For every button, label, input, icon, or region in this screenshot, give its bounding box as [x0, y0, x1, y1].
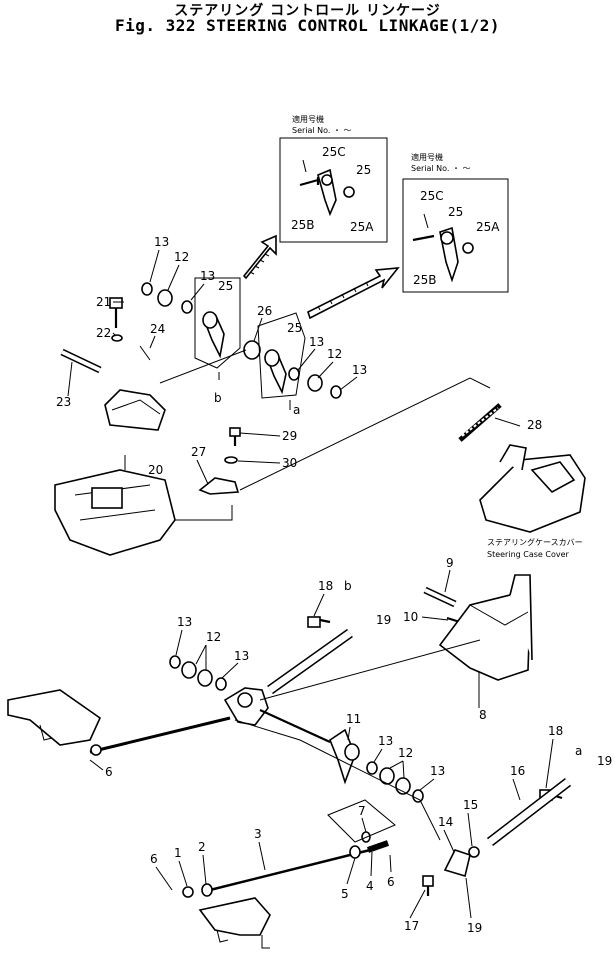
callout-3: 3 — [254, 827, 262, 841]
serial-box-2-jp: 適用号機 — [411, 152, 443, 162]
bracket-and-valve — [54, 389, 241, 556]
serial-box-1-jp: 適用号機 — [292, 114, 324, 124]
callout-5: 5 — [341, 887, 349, 901]
callout-2: 2 — [198, 840, 206, 854]
callout-labels: 13 12 13 25 21 22 24 23 26 25 13 12 13 b… — [56, 145, 612, 935]
callout-25B: 25B — [413, 273, 437, 287]
callout-25A: 25A — [476, 220, 500, 234]
serial-box-2-label: Serial No. ・ ～ — [411, 164, 471, 173]
callout-12: 12 — [206, 630, 221, 644]
middle-linkage-group — [7, 616, 572, 858]
steering-case-cover: ステアリングケースカバー Steering Case Cover — [239, 377, 586, 559]
callout-25: 25 — [448, 205, 463, 219]
callout-14: 14 — [438, 815, 453, 829]
callout-25B: 25B — [291, 218, 315, 232]
serial-box-1-label: Serial No. ・ ～ — [292, 126, 352, 135]
callout-29: 29 — [282, 429, 297, 443]
callout-10: 10 — [403, 610, 418, 624]
callout-25: 25 — [356, 163, 371, 177]
callout-19: 19 — [597, 754, 612, 768]
callout-7: 7 — [358, 804, 366, 818]
callout-15: 15 — [463, 798, 478, 812]
callout-13: 13 — [309, 335, 324, 349]
callout-22: 22 — [96, 326, 111, 340]
callout-11: 11 — [346, 712, 361, 726]
serial-box-2: 適用号機 Serial No. ・ ～ — [402, 152, 509, 293]
callout-25: 25 — [287, 321, 302, 335]
hatched-arrow-2 — [307, 267, 400, 320]
lower-linkage-group — [182, 799, 471, 949]
callout-18: 18 — [318, 579, 333, 593]
callout-25C: 25C — [420, 189, 444, 203]
callout-25: 25 — [218, 279, 233, 293]
reference-b: b — [214, 391, 222, 405]
callout-6: 6 — [105, 765, 113, 779]
callout-12: 12 — [327, 347, 342, 361]
callout-26: 26 — [257, 304, 272, 318]
callout-18: 18 — [548, 724, 563, 738]
callout-30: 30 — [282, 456, 297, 470]
callout-6: 6 — [150, 852, 158, 866]
bracket-8-group — [423, 574, 533, 681]
callout-21: 21 — [96, 295, 111, 309]
callout-25C: 25C — [322, 145, 346, 159]
callout-13: 13 — [352, 363, 367, 377]
callout-12: 12 — [398, 746, 413, 760]
callout-13: 13 — [200, 269, 215, 283]
callout-16: 16 — [510, 764, 525, 778]
callout-12: 12 — [174, 250, 189, 264]
callout-24: 24 — [150, 322, 165, 336]
callout-23: 23 — [56, 395, 71, 409]
callout-1: 1 — [174, 846, 182, 860]
cover-caption-en: Steering Case Cover — [487, 550, 570, 559]
diagram-title-japanese: ステアリング コントロール リンケージ — [174, 3, 441, 19]
serial-box-1: 適用号機 Serial No. ・ ～ — [279, 114, 388, 243]
callout-13: 13 — [378, 734, 393, 748]
callout-25A: 25A — [350, 220, 374, 234]
callout-27: 27 — [191, 445, 206, 459]
callout-13: 13 — [234, 649, 249, 663]
callout-8: 8 — [479, 708, 487, 722]
callout-19: 19 — [376, 613, 391, 627]
callout-13: 13 — [177, 615, 192, 629]
diagram-title: Fig. 322 STEERING CONTROL LINKAGE(1/2) — [114, 16, 501, 35]
callout-28: 28 — [527, 418, 542, 432]
callout-13: 13 — [154, 235, 169, 249]
cover-caption-jp: ステアリングケースカバー — [487, 537, 583, 547]
leader-lines — [67, 249, 554, 919]
callout-4: 4 — [366, 879, 374, 893]
callout-13: 13 — [430, 764, 445, 778]
reference-b: b — [344, 579, 352, 593]
callout-6: 6 — [387, 875, 395, 889]
upper-linkage-group — [60, 277, 342, 410]
reference-a: a — [293, 403, 300, 417]
callout-19: 19 — [467, 921, 482, 935]
callout-17: 17 — [404, 919, 419, 933]
hatched-arrow-1 — [242, 234, 277, 280]
callout-9: 9 — [446, 556, 454, 570]
callout-20: 20 — [148, 463, 163, 477]
reference-a: a — [575, 744, 582, 758]
